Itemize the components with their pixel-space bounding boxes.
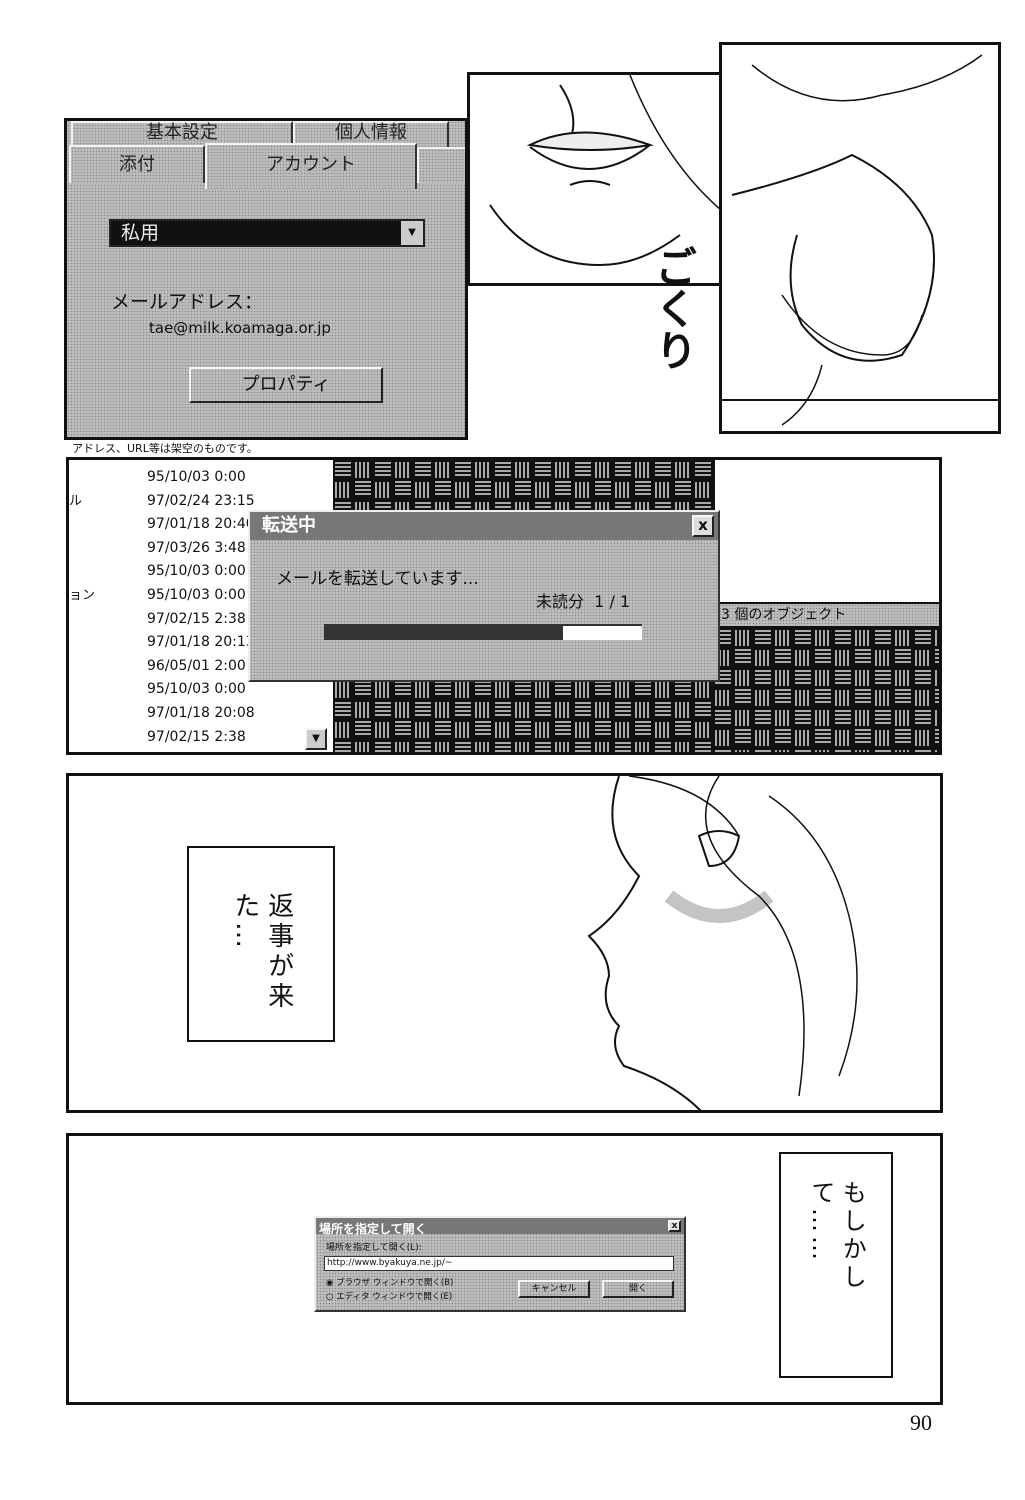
open-button-label: 開く [628, 1284, 647, 1294]
caption-box: 返事が来た… [187, 846, 335, 1042]
lips-drawing [489, 75, 741, 267]
open-location-panel: 場所を指定して開く x 場所を指定して開く(L): http://www.bya… [66, 1133, 943, 1405]
desktop-pattern [713, 628, 939, 752]
mail-date[interactable]: 97/01/18 20:08 [147, 704, 255, 721]
mail-name-fragment: ョン [69, 588, 96, 603]
close-icon[interactable]: x [692, 515, 714, 537]
open-button[interactable]: 開く [602, 1280, 674, 1298]
account-select[interactable]: 私用 ▼ [109, 219, 425, 247]
properties-button[interactable]: プロパティ [189, 367, 383, 403]
cancel-button[interactable]: キャンセル [518, 1280, 590, 1298]
transfer-dialog-titlebar: 転送中 x [250, 512, 718, 540]
open-location-dialog: 場所を指定して開く x 場所を指定して開く(L): http://www.bya… [314, 1216, 686, 1312]
tab-label: 基本設定 [146, 122, 218, 143]
mail-date[interactable]: 95/10/03 0:00 [147, 563, 246, 580]
unread-count: 未読分 1 / 1 [536, 592, 631, 611]
reaction-panel: 返事が来た… [66, 773, 943, 1113]
tab-label: 添付 [119, 154, 155, 175]
mail-date[interactable]: 97/02/15 2:38 [147, 728, 246, 745]
transfer-message: メールを転送しています... [276, 569, 479, 589]
cancel-button-label: キャンセル [531, 1284, 577, 1294]
hand-drawing [722, 54, 998, 426]
radio-selected-icon: ◉ [326, 1278, 337, 1288]
tab-account[interactable]: アカウント [205, 143, 417, 189]
scroll-down-button[interactable]: ▼ [305, 728, 327, 750]
girl-profile-drawing [587, 776, 858, 1110]
radio-unselected-icon: ○ [326, 1292, 337, 1302]
tab-more[interactable] [417, 147, 465, 183]
mail-name-fragment: ル [69, 494, 83, 509]
page-number: 90 [910, 1410, 932, 1435]
lips-panel [467, 72, 745, 286]
progress-fill [324, 626, 563, 640]
tab-personal-info[interactable]: 個人情報 [293, 121, 449, 147]
transfer-dialog-title: 転送中 [262, 515, 316, 536]
mail-date[interactable]: 97/02/24 23:15 [147, 492, 255, 509]
account-settings-dialog: 基本設定 個人情報 添付 アカウント 私用 ▼ メールアドレス： tae@mil… [64, 118, 468, 440]
open-dialog-titlebar: 場所を指定して開く x [316, 1218, 684, 1236]
mail-date[interactable]: 95/10/03 0:00 [147, 681, 246, 698]
mail-date[interactable]: 97/02/15 2:38 [147, 610, 246, 627]
mail-date[interactable]: 96/05/01 2:00 [147, 657, 246, 674]
status-bar-text: 3 個のオブジェクト [721, 607, 847, 623]
status-bar: 3 個のオブジェクト [713, 602, 939, 628]
caption-reply-text: 返事が来た… [230, 892, 294, 1012]
email-label: メールアドレス： [111, 291, 264, 313]
mail-date[interactable]: 95/10/03 0:00 [147, 469, 246, 485]
open-dialog-title: 場所を指定して開く [319, 1222, 427, 1236]
email-value: tae@milk.koamaga.or.jp [149, 319, 331, 337]
tab-label: 個人情報 [335, 122, 407, 143]
radio-browser-window[interactable]: ◉ ブラウザ ウィンドウで開く(B) [326, 1276, 453, 1288]
disclaimer-note: アドレス、URL等は架空のものです。 [72, 442, 258, 455]
chevron-down-icon[interactable]: ▼ [401, 221, 423, 245]
location-input[interactable]: http://www.byakuya.ne.jp/~ [324, 1256, 674, 1271]
properties-button-label: プロパティ [241, 374, 331, 395]
mail-date[interactable]: 97/03/26 3:48 [147, 539, 246, 556]
account-select-value: 私用 [121, 222, 160, 244]
mail-date[interactable]: 97/01/18 20:40 [147, 516, 255, 533]
close-icon[interactable]: x [668, 1220, 681, 1232]
caption-maybe-text: もしかして…… [807, 1180, 867, 1292]
folder-window [713, 460, 939, 602]
location-label: 場所を指定して開く(L): [326, 1243, 422, 1253]
tab-attachment[interactable]: 添付 [69, 145, 205, 183]
radio-editor-label: エディタ ウィンドウで開く(E) [336, 1292, 453, 1302]
radio-browser-label: ブラウザ ウィンドウで開く(B) [336, 1278, 454, 1288]
transfer-dialog: 転送中 x メールを転送しています... 未読分 1 / 1 [248, 510, 720, 682]
tab-basic-settings[interactable]: 基本設定 [71, 121, 293, 147]
radio-editor-window[interactable]: ○ エディタ ウィンドウで開く(E) [326, 1290, 452, 1302]
hand-on-mouse-panel [719, 42, 1001, 434]
tab-label: アカウント [266, 154, 356, 175]
mail-date[interactable]: 97/01/18 20:13 [147, 634, 255, 651]
caption-box: もしかして…… [779, 1152, 893, 1378]
progress-bar [324, 624, 642, 640]
sound-effect-gulp: ごくり [648, 245, 698, 371]
location-input-value: http://www.byakuya.ne.jp/~ [327, 1258, 453, 1268]
mail-date[interactable]: 95/10/03 0:00 [147, 586, 246, 603]
